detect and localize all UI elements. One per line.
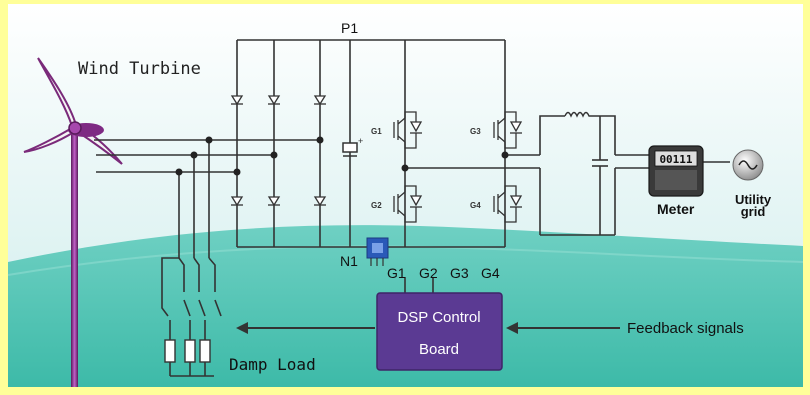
turbine-mast [71,132,78,387]
inductor-icon [564,111,592,118]
connector-icon [366,237,389,266]
damp-load-resistors [164,339,211,363]
resistor-icon [199,339,211,363]
meter-icon [648,145,704,197]
igbt-label-g4: G4 [470,201,481,210]
junction-dots [175,136,509,176]
arrow-head-left-icon [506,322,518,334]
gate-label-g3: G3 [450,265,469,281]
igbt-switches [393,111,523,223]
gate-label-g2: G2 [419,265,438,281]
diode-icon [230,95,244,106]
dsp-control-board [376,292,503,371]
p1-label: P1 [341,20,358,36]
resistor-icon [164,339,176,363]
diode-icon [313,95,327,106]
dc-link-capacitor-icon: + [342,136,363,157]
damp-load-label: Damp Load [229,355,316,374]
n1-label: N1 [340,253,358,269]
utility-grid-icon [732,149,764,181]
gate-label-g4: G4 [481,265,500,281]
gate-label-g1: G1 [387,265,406,281]
filter-capacitor-icon [592,159,608,167]
igbt-label-g3: G3 [470,127,481,136]
diode-icon [267,95,281,106]
turbine-blade-1 [37,57,78,128]
igbt-g4-icon [493,185,523,223]
wind-turbine-label: Wind Turbine [78,59,201,79]
feedback-signals-label: Feedback signals [627,320,744,337]
meter-label: Meter [657,201,695,217]
arrow-head-left-icon [236,322,248,334]
utility-grid-label-line2: grid [741,204,766,219]
diode-icon [267,196,281,207]
igbt-label-g1: G1 [371,127,382,136]
rectifier-diodes [230,95,327,207]
diode-icon [313,196,327,207]
dsp-board-label-line1: DSP Control [397,309,480,326]
igbt-label-g2: G2 [371,201,382,210]
igbt-g1-icon [393,111,423,149]
igbt-g2-icon [393,185,423,223]
turbine-blade-2 [23,126,76,153]
resistor-icon [184,339,196,363]
igbt-g3-icon [493,111,523,149]
dsp-board-label-line2: Board [419,341,459,358]
meter-display: 00111 [659,153,692,166]
diode-icon [230,196,244,207]
svg-text:+: + [358,136,363,146]
utility-grid-label-line1: Utility [735,192,772,207]
turbine-hub [68,121,82,135]
